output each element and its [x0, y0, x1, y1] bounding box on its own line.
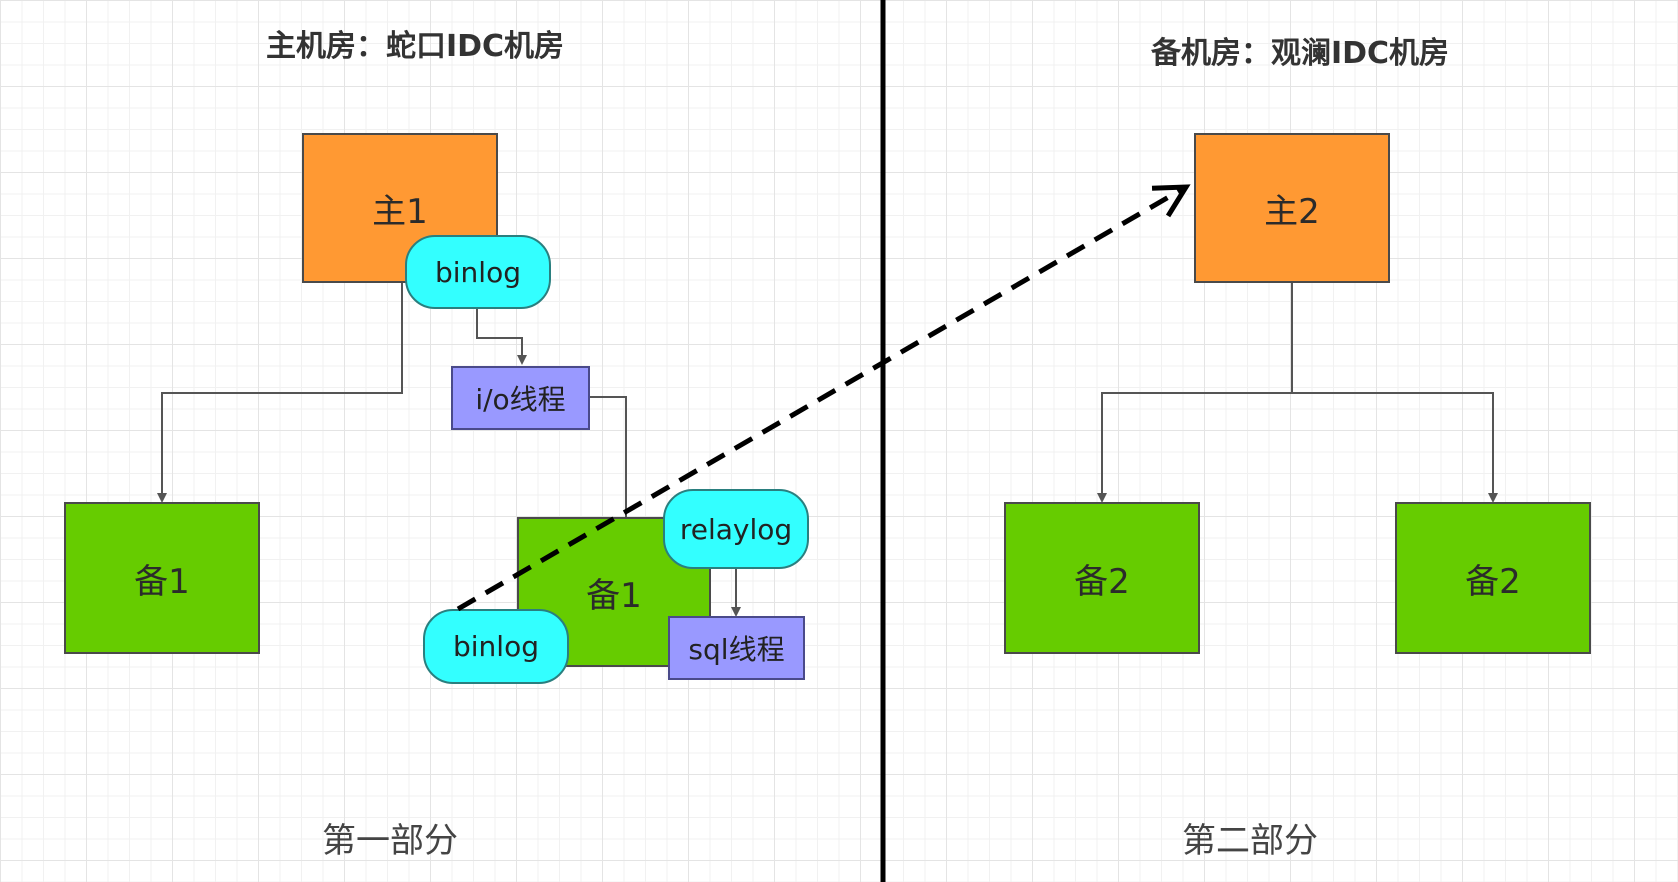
edge-binlog-to-io-thread: [476, 307, 527, 365]
binlog-slave-pill: binlog: [423, 609, 569, 684]
slave2-a-node: 备2: [1004, 502, 1200, 654]
slave2-b-node: 备2: [1395, 502, 1591, 654]
left-section-title: 主机房：蛇口IDC机房: [265, 29, 565, 64]
relaylog-pill: relaylog: [663, 489, 809, 569]
right-section-footer: 第二部分: [1182, 820, 1318, 861]
slave1-left-node: 备1: [64, 502, 260, 654]
edge-master2-to-slave2-a: [1097, 282, 1293, 503]
edge-io-thread-to-relaylog: [590, 396, 662, 534]
edge-master1-to-slave1: [157, 282, 403, 503]
io-thread-box: i/o线程: [451, 366, 590, 430]
right-section-title: 备机房：观澜IDC机房: [1150, 36, 1450, 71]
sql-thread-box: sql线程: [668, 616, 805, 680]
master2-node: 主2: [1194, 133, 1390, 283]
binlog-master-pill: binlog: [405, 235, 551, 309]
left-section-footer: 第一部分: [322, 820, 458, 861]
edge-master2-to-slave2-b: [1292, 392, 1498, 503]
